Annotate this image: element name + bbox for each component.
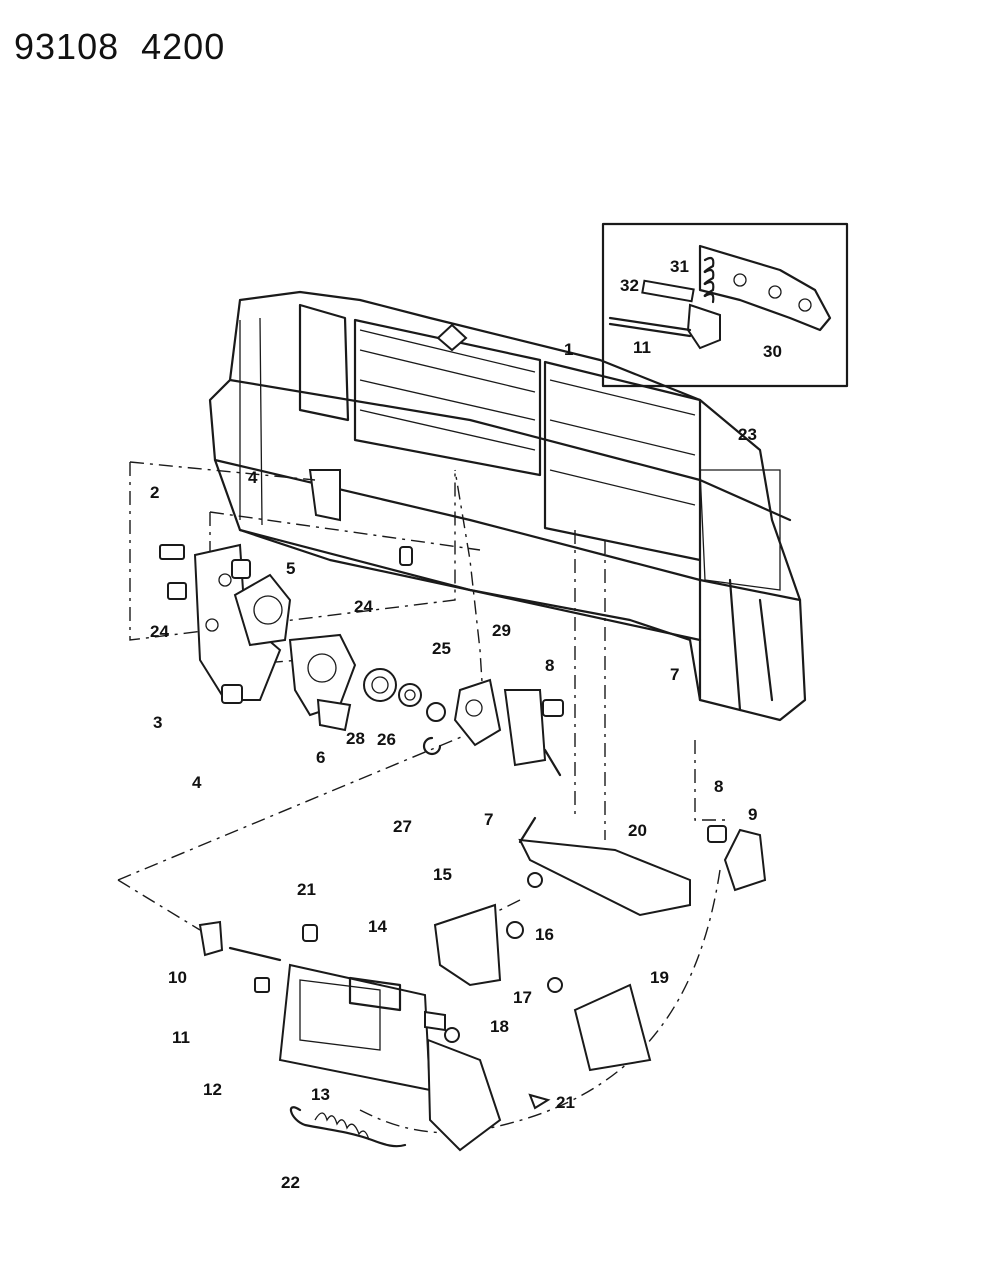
callout-31: 31 xyxy=(670,257,689,276)
callout-3: 3 xyxy=(153,713,162,732)
callout-11-main: 11 xyxy=(172,1028,190,1047)
callout-15: 15 xyxy=(433,865,452,884)
lower-panel-assembly xyxy=(198,825,767,1152)
callout-21-top: 21 xyxy=(297,880,316,899)
callout-9: 9 xyxy=(748,805,757,824)
callout-18: 18 xyxy=(490,1017,509,1036)
callout-17: 17 xyxy=(513,988,532,1007)
callout-20: 20 xyxy=(628,821,647,840)
callout-4-bottom: 4 xyxy=(192,773,202,792)
callout-27: 27 xyxy=(393,817,412,836)
callout-5: 5 xyxy=(286,559,295,578)
inset-latch-detail xyxy=(608,244,832,350)
callout-23: 23 xyxy=(738,425,757,444)
callout-21-bottom: 21 xyxy=(556,1093,575,1112)
chrysler-emblem xyxy=(289,1106,407,1148)
callout-6: 6 xyxy=(316,748,325,767)
callout-7-center: 7 xyxy=(484,810,493,829)
callout-13: 13 xyxy=(311,1085,330,1104)
callout-16: 16 xyxy=(535,925,554,944)
callout-32: 32 xyxy=(620,276,639,295)
callout-24-center: 24 xyxy=(354,597,373,616)
callout-10: 10 xyxy=(168,968,187,987)
callout-labels: 1 2 3 4 4 5 6 7 7 7 8 8 9 10 11 11 12 13… xyxy=(150,257,782,1192)
callout-25: 25 xyxy=(432,639,451,658)
callout-8-top: 8 xyxy=(545,656,554,675)
callout-4-top: 4 xyxy=(248,468,258,487)
callout-29: 29 xyxy=(492,621,511,640)
callout-1: 1 xyxy=(564,340,573,359)
callout-30: 30 xyxy=(763,342,782,361)
callout-11-inset: 11 xyxy=(633,338,651,357)
callout-2: 2 xyxy=(150,483,159,502)
figure-code-left: 93108 xyxy=(14,26,120,67)
leader-lines xyxy=(117,461,730,1134)
figure-code-right: 4200 xyxy=(141,26,226,67)
inset-detail-box xyxy=(601,222,849,388)
diagram-header: 93108 4200 xyxy=(14,26,225,68)
callout-22: 22 xyxy=(281,1173,300,1192)
grille-fascia-assembly xyxy=(208,290,807,722)
callout-14: 14 xyxy=(368,917,387,936)
callout-24-left: 24 xyxy=(150,622,169,641)
callout-12: 12 xyxy=(203,1080,222,1099)
motor-bracket-assembly xyxy=(159,543,564,844)
callout-28: 28 xyxy=(346,729,365,748)
callout-26: 26 xyxy=(377,730,396,749)
callout-7-right: 7 xyxy=(670,665,679,684)
callout-8-right: 8 xyxy=(714,777,723,796)
callout-19: 19 xyxy=(650,968,669,987)
